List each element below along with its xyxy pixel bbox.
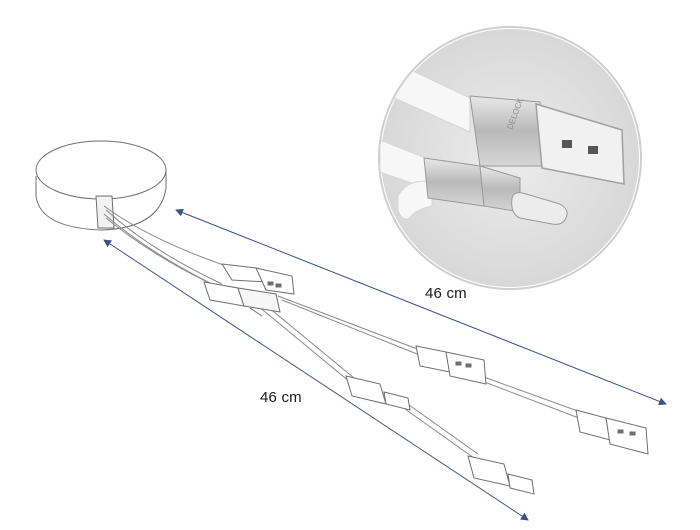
usb-a-housing [469, 95, 547, 167]
lower-length-label: 46 cm [260, 389, 302, 406]
usb-c-plug-detail [511, 192, 568, 225]
usb-c-plug-far [467, 455, 535, 495]
cables [103, 205, 587, 459]
detail-inset: DELOCK [378, 26, 642, 290]
usb-a-contact-slot [562, 140, 572, 148]
usb-a-contact-slot [588, 146, 598, 154]
usb-a-plug-detail [535, 102, 625, 185]
usb-a-plug-far [575, 409, 649, 455]
usb-c-adapter-body [423, 157, 485, 207]
adapter-loop [397, 180, 433, 220]
lower-dimension-line [103, 239, 529, 521]
dimension-lines [103, 208, 667, 521]
connector-cluster [203, 263, 295, 317]
usb-a-plug-middle [415, 345, 487, 385]
upper-length-label: 46 cm [425, 285, 467, 302]
usb-c-plug-middle [345, 375, 411, 411]
cable-reel [35, 140, 167, 231]
